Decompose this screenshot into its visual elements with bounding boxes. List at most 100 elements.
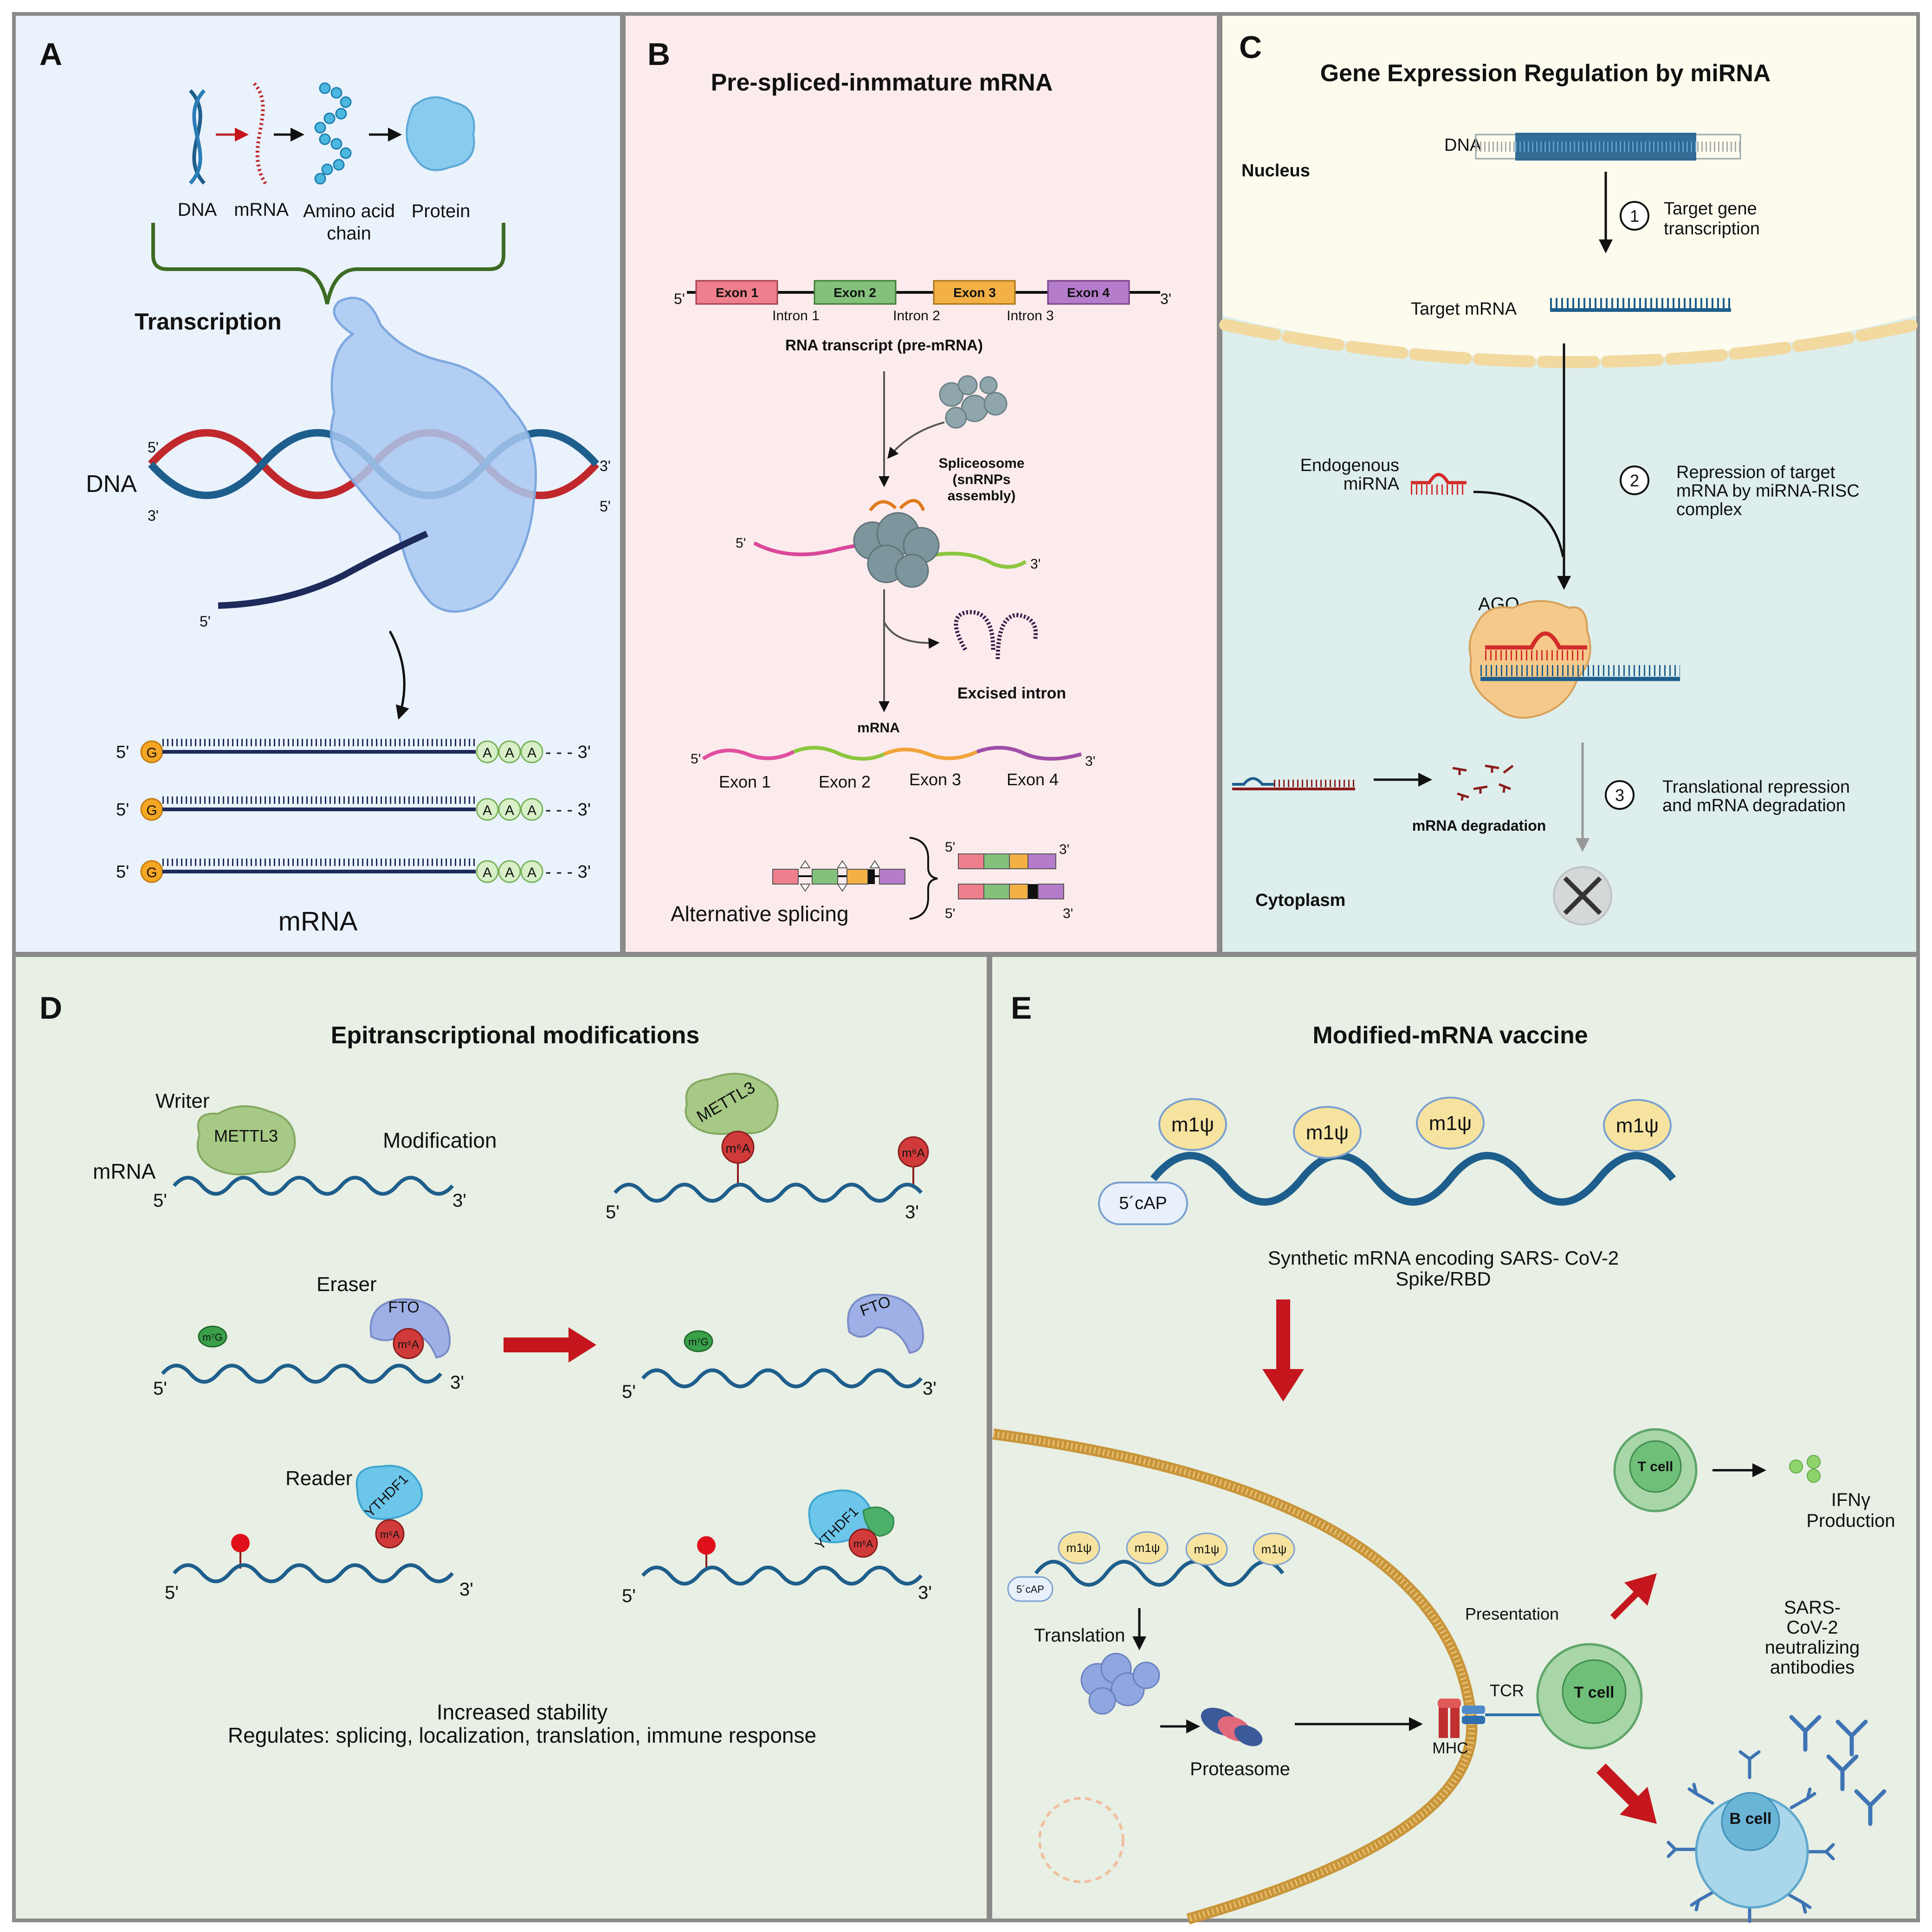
step2-circle (1620, 465, 1649, 495)
mettl3-protein-right (685, 1073, 779, 1135)
mature-mrna-2: 5' G A A A - - - 3' (116, 796, 591, 821)
blocked-icon (1553, 866, 1612, 925)
step2-line2: mRNA by miRNA-RISC (1676, 481, 1860, 501)
exon-2-box (814, 280, 897, 305)
iso2-5: 5' (945, 906, 955, 921)
mrna1-a1: A (483, 745, 492, 761)
m1psi-2-label: m1ψ (1306, 1121, 1349, 1144)
panel-d-letter: D (39, 990, 62, 1026)
nucleus-label: Nucleus (1241, 161, 1310, 181)
cap-box (1098, 1182, 1188, 1225)
mettl3-protein-left (196, 1105, 296, 1176)
bcell-inner (1721, 1792, 1780, 1851)
nucleus-area (1222, 16, 1916, 360)
mrna1-a2: A (505, 745, 514, 761)
spliceosome-line-1: Spliceosome (938, 456, 1024, 471)
mrna2-a2: A (505, 803, 514, 818)
pre-mrna-3: 3' (1160, 291, 1171, 307)
small-cap-label: 5´cAP (1016, 1583, 1044, 1595)
mirna-icon (1411, 473, 1467, 495)
panel-c-title: Gene Expression Regulation by miRNA (1320, 60, 1771, 87)
red-arrow-down-right (1596, 1764, 1657, 1824)
tcr-label: TCR (1490, 1681, 1524, 1700)
small-m1psi-4: m1ψ (1253, 1532, 1295, 1566)
m1psi-1-label: m1ψ (1171, 1113, 1215, 1136)
m1psi-1: m1ψ (1158, 1098, 1227, 1151)
panel-b: B Pre-spliced-inmmature mRNA 5' 3' Exon … (647, 37, 1171, 926)
panel-d: D Epitranscriptional modifications Write… (39, 990, 937, 1747)
m1psi-3-label: m1ψ (1429, 1112, 1472, 1135)
mrna3-tail: - - - 3' (545, 862, 591, 882)
vesicle (1038, 1797, 1124, 1883)
footer-line-1: Increased stability (437, 1700, 607, 1724)
dna-end-3-left: 3' (148, 507, 159, 524)
iso1-3: 3' (1059, 842, 1069, 857)
m1psi-4-label: m1ψ (1616, 1114, 1659, 1137)
dna-end-5-top: 5' (148, 439, 159, 456)
transcript-label: RNA transcript (pre-mRNA) (785, 336, 983, 354)
m6a-label-1: m⁶A (725, 1141, 750, 1156)
pin-right (697, 1536, 716, 1555)
small-m1psi-2-label: m1ψ (1135, 1541, 1160, 1555)
wave-row2-left (161, 1363, 443, 1384)
mature-mrna-label: mRNA (857, 720, 900, 736)
proteasome-icon (1201, 1707, 1263, 1746)
step3-num: 3 (1615, 786, 1624, 805)
alt-splicing-precursor (772, 860, 905, 892)
reader-partner-protein (862, 1506, 895, 1537)
mirna-arrow (1473, 491, 1564, 557)
exon-1-box (695, 280, 778, 305)
m6a-circle-2 (898, 1136, 929, 1168)
small-m1psi-3-label: m1ψ (1194, 1542, 1220, 1556)
modification-label: Modification (383, 1128, 497, 1152)
small-m1psi-1-label: m1ψ (1066, 1541, 1092, 1555)
m6a-circle-1 (721, 1131, 755, 1164)
dna-end-3-right: 3' (600, 458, 611, 474)
exon-4-box (1047, 280, 1130, 305)
mrna3-a2: A (505, 865, 514, 880)
panel-c: C Gene Expression Regulation by miRNA Nu… (1219, 30, 1920, 925)
eraser-label: Eraser (317, 1273, 377, 1296)
ifn-droplets (1789, 1455, 1821, 1483)
panel-a-letter: A (39, 37, 62, 72)
sars-line-3: neutralizing (1765, 1637, 1860, 1658)
exon-1-label: Exon 1 (716, 285, 758, 300)
small-cap-box (1007, 1576, 1053, 1602)
pin-left (231, 1534, 250, 1552)
step2-num: 2 (1630, 471, 1639, 490)
ifn-line-2: Production (1806, 1511, 1895, 1531)
mrna1-a3: A (527, 745, 536, 761)
step3-line1: Translational repression (1662, 777, 1850, 797)
presentation-label: Presentation (1465, 1604, 1559, 1623)
panel-e-letter: E (1011, 990, 1032, 1026)
writer-label: Writer (155, 1090, 210, 1112)
row3l-3: 3' (459, 1579, 473, 1600)
red-arrow-d (504, 1327, 596, 1363)
brace (151, 223, 505, 304)
bcell-label: B cell (1730, 1810, 1772, 1828)
tcr-icon (1462, 1706, 1541, 1724)
endogenous-line2: miRNA (1344, 474, 1400, 494)
panel-a: A DNA mRNA Amino acid chain Protein Tran… (39, 37, 611, 937)
m6a-reader-right (848, 1528, 878, 1558)
mature-mrna-1: 5' G A A A - - - 3' (116, 739, 591, 763)
mature-exon-2: Exon 2 (819, 772, 871, 791)
target-mrna-label: Target mRNA (1411, 299, 1517, 319)
fto-label-left: FTO (388, 1299, 419, 1316)
arrow-to-mrna (388, 630, 409, 720)
panel-b-bg (622, 12, 1221, 956)
m6a-eraser-label: m⁶A (398, 1338, 419, 1351)
exon-2-label: Exon 2 (834, 285, 876, 300)
row3r-5: 5' (622, 1586, 636, 1606)
splicing-complex (853, 512, 940, 588)
pre-mrna-5: 5' (674, 291, 685, 307)
mrna2-a1: A (483, 803, 492, 818)
small-m1psi-3: m1ψ (1185, 1532, 1228, 1566)
row3r-3: 3' (918, 1583, 932, 1603)
row2l-5: 5' (153, 1378, 167, 1399)
mrna2-a3: A (527, 803, 536, 818)
degraded-fragments (1452, 764, 1514, 801)
mature-5: 5' (691, 751, 701, 767)
step3-line2: and mRNA degradation (1662, 796, 1846, 815)
